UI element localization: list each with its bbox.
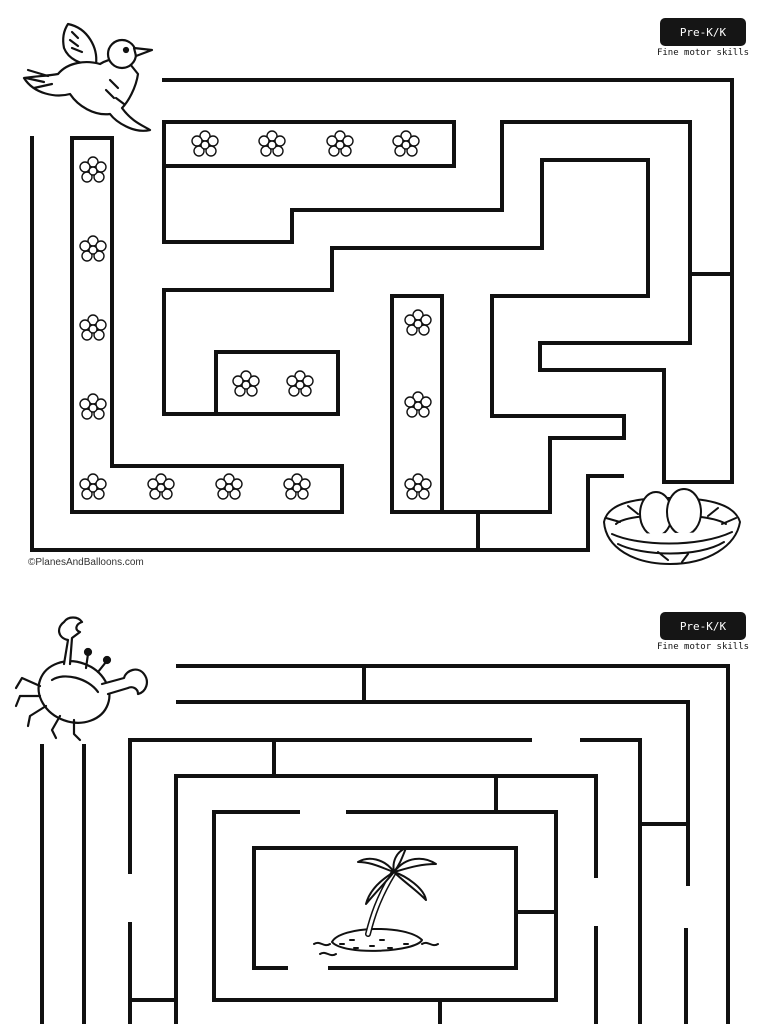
flower-icon <box>326 130 354 157</box>
flower-icon <box>404 309 432 336</box>
bird-icon <box>22 22 154 132</box>
flower-icon <box>79 393 107 420</box>
flower-icon <box>404 391 432 418</box>
grade-badge: Pre-K/K <box>660 612 746 640</box>
skill-subtitle: Fine motor skills <box>656 48 750 58</box>
flower-icon <box>392 130 420 157</box>
flower-icon <box>147 473 175 500</box>
flower-icon <box>79 235 107 262</box>
flower-icon <box>232 370 260 397</box>
copyright-text: ©PlanesAndBalloons.com <box>28 557 144 568</box>
flower-icon <box>283 473 311 500</box>
flower-icon <box>191 130 219 157</box>
flower-icon <box>404 473 432 500</box>
nest-with-eggs-icon <box>603 488 741 565</box>
skill-subtitle: Fine motor skills <box>656 642 750 652</box>
worksheet-bird-maze: Pre-K/K Fine motor skills <box>22 18 750 568</box>
flower-icon <box>286 370 314 397</box>
flower-icon <box>79 314 107 341</box>
flower-icon <box>79 473 107 500</box>
palm-island-icon <box>313 848 439 957</box>
crab-icon <box>14 616 148 742</box>
grade-badge: Pre-K/K <box>660 18 746 46</box>
flower-icon <box>215 473 243 500</box>
flower-icon <box>79 156 107 183</box>
flower-icon <box>258 130 286 157</box>
worksheet-crab-maze: Pre-K/K Fine motor skills <box>0 590 768 1024</box>
bird-maze <box>30 78 734 552</box>
crab-maze <box>40 664 730 1024</box>
